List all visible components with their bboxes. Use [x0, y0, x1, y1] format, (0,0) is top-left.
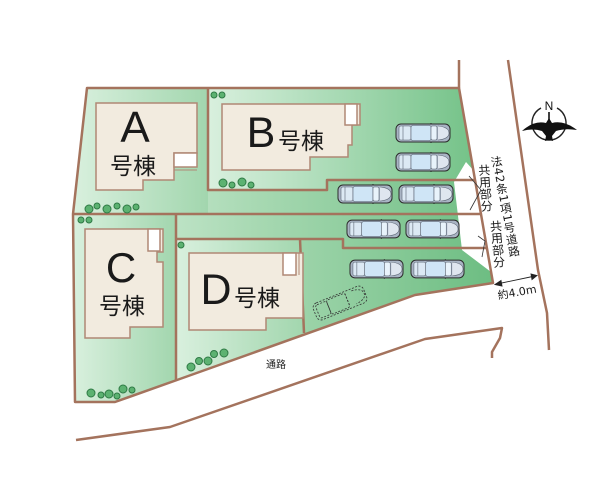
tree-icon — [84, 204, 94, 214]
building-b-letter: B — [247, 109, 276, 157]
tree-icon — [247, 181, 255, 189]
tree-icon — [128, 386, 136, 394]
tree-icon — [186, 362, 196, 372]
building-b-porch — [344, 103, 358, 126]
car-icon — [337, 184, 393, 204]
tree-icon — [228, 181, 236, 189]
shared-area-leaders — [468, 175, 486, 258]
car-icon — [395, 123, 451, 143]
tree-icon — [86, 388, 96, 398]
building-d-suffix: 号棟 — [234, 286, 280, 312]
tree-icon — [210, 91, 218, 99]
building-d-porch — [282, 252, 297, 276]
tree-icon — [237, 177, 247, 187]
tree-icon — [218, 91, 226, 99]
road-width-dimension — [493, 273, 538, 287]
tree-icon — [203, 356, 213, 366]
tree-icon — [132, 203, 140, 211]
passage-label: 通路 — [266, 358, 286, 371]
building-c-letter: C — [106, 244, 136, 291]
tree-icon — [77, 216, 85, 224]
north-arrow-crane-icon: N — [522, 99, 577, 141]
tree-icon — [102, 204, 112, 214]
tree-icon — [93, 202, 101, 210]
tree-icon — [113, 202, 121, 210]
car-icon — [349, 259, 404, 279]
road-lines — [75, 59, 551, 442]
trees — [77, 91, 255, 400]
tree-icon — [210, 350, 218, 358]
road-edge-east — [506, 59, 551, 351]
building-d-letter: D — [200, 266, 231, 314]
tree-icon — [118, 384, 128, 394]
building-a — [95, 102, 198, 191]
car-icon — [395, 152, 451, 172]
tree-icon — [85, 216, 93, 224]
tree-icon — [104, 389, 114, 399]
tree-icon — [177, 241, 185, 249]
building-d — [188, 252, 304, 331]
building-a-letter: A — [120, 103, 150, 152]
tree-icon — [219, 348, 229, 358]
building-b — [221, 103, 361, 171]
building-c — [84, 228, 164, 339]
building-b-suffix: 号棟 — [278, 129, 324, 155]
road-width-label: 約4.0m — [496, 282, 537, 303]
car-icon — [398, 184, 454, 204]
tree-icon — [195, 357, 203, 365]
shared-area — [454, 162, 491, 272]
car-icon — [346, 219, 401, 239]
tree-icon — [122, 204, 132, 214]
tree-icon — [218, 178, 228, 188]
passage-edge-south — [75, 326, 504, 442]
tree-icon — [97, 391, 105, 399]
car-icon — [410, 259, 465, 279]
compass-north-label: N — [545, 99, 554, 113]
shared-area-label-1: 共用部分 — [476, 163, 494, 213]
car-icon — [405, 219, 460, 239]
building-a-porch — [173, 152, 198, 168]
buildings — [84, 102, 361, 339]
building-c-porch — [147, 228, 161, 252]
building-c-suffix: 号棟 — [99, 294, 145, 320]
tree-icon — [113, 392, 121, 400]
building-a-suffix: 号棟 — [110, 154, 156, 180]
